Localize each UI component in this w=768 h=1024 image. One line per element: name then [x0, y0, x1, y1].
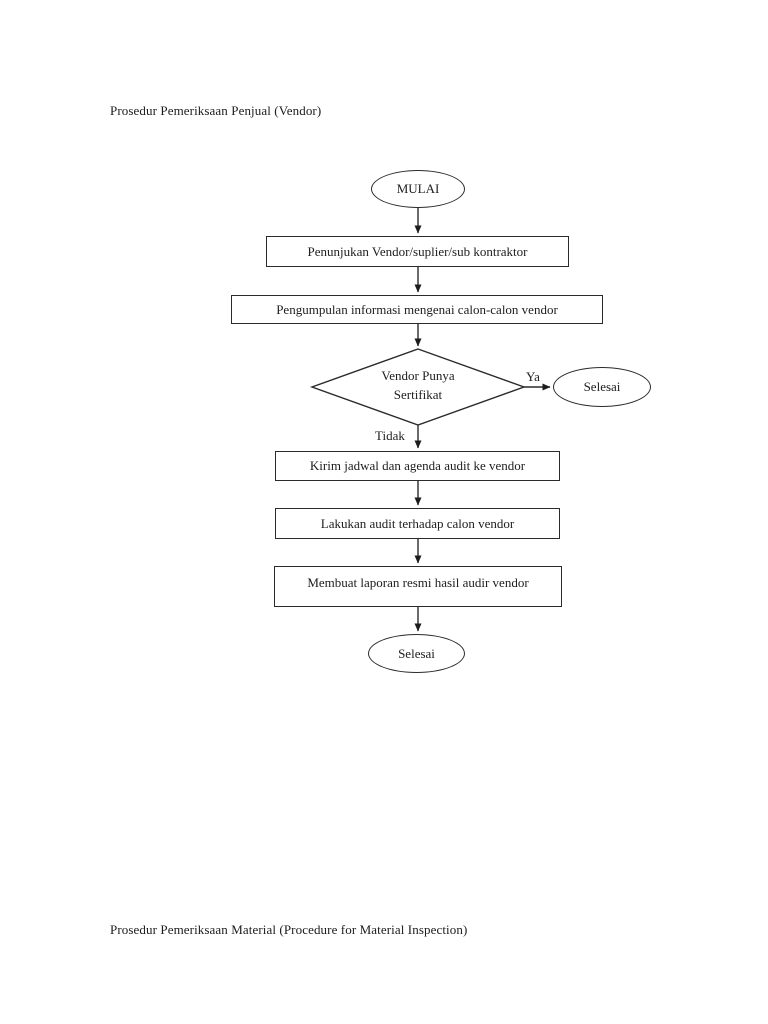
flow-node-step1: Penunjukan Vendor/suplier/sub kontraktor: [266, 236, 569, 267]
section-title-vendor-procedure: Prosedur Pemeriksaan Penjual (Vendor): [110, 103, 322, 118]
flow-node-decision-label: Vendor Punya Sertifikat: [330, 366, 506, 404]
edge-label-yes: Ya: [526, 369, 540, 384]
flow-node-step2: Pengumpulan informasi mengenai calon-cal…: [231, 295, 603, 324]
flow-node-terminal-yes: Selesai: [553, 367, 651, 407]
flow-node-end: Selesai: [368, 634, 465, 673]
decision-label-line1: Vendor Punya: [381, 368, 455, 383]
decision-diamond-shape: [309, 348, 527, 426]
decision-label-line2: Sertifikat: [393, 387, 443, 402]
flow-node-step4: Lakukan audit terhadap calon vendor: [275, 508, 560, 539]
section-title-material-procedure: Prosedur Pemeriksaan Material (Procedure…: [110, 922, 468, 937]
flow-node-step3: Kirim jadwal dan agenda audit ke vendor: [275, 451, 560, 481]
flow-node-step5: Membuat laporan resmi hasil audir vendor: [274, 566, 562, 607]
flow-node-start: MULAI: [371, 170, 465, 208]
edge-label-no: Tidak: [375, 428, 405, 443]
